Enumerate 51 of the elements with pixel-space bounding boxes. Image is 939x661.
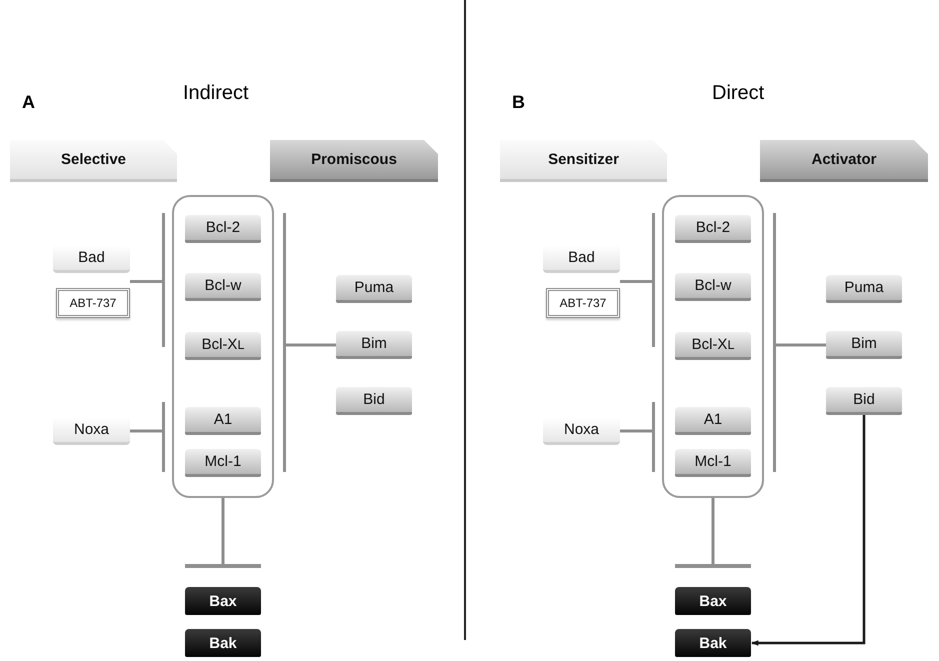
protein-box: Puma [336, 275, 412, 303]
protein-box: Bim [826, 331, 902, 359]
protein-box: Bak [675, 629, 751, 657]
protein-box: Bid [826, 387, 902, 415]
inhibition-line [712, 498, 714, 564]
protein-box: Bcl-2 [185, 215, 261, 243]
inhibition-line [776, 344, 826, 346]
compound-box: ABT-737 [546, 288, 620, 318]
protein-box: Bim [336, 331, 412, 359]
protein-box: Bad [53, 245, 130, 273]
inhibition-line [130, 430, 162, 432]
protein-box: Bid [336, 387, 412, 415]
inhibition-bar [185, 564, 261, 568]
protein-box: Puma [826, 275, 902, 303]
protein-box: Mcl-1 [675, 449, 751, 477]
protein-box: Bcl-2 [675, 215, 751, 243]
category-header: Selective [10, 140, 177, 182]
protein-box: Mcl-1 [185, 449, 261, 477]
protein-box: Noxa [53, 417, 130, 445]
protein-box: Bcl-w [185, 273, 261, 301]
inhibition-line [620, 430, 652, 432]
compound-box: ABT-737 [56, 288, 130, 318]
arrow [751, 415, 866, 646]
protein-group-outline [662, 195, 764, 498]
category-header: Promiscous [270, 140, 438, 182]
panel-letter: B [512, 92, 525, 113]
category-header: Sensitizer [500, 140, 667, 182]
inhibition-line [286, 344, 336, 346]
inhibition-bar [773, 213, 776, 472]
inhibition-bar [283, 213, 286, 472]
protein-box: Bcl-w [675, 273, 751, 301]
panel-letter: A [22, 92, 35, 113]
inhibition-line [130, 280, 162, 283]
protein-box: A1 [185, 407, 261, 435]
protein-box: Bax [675, 587, 751, 615]
inhibition-line [222, 498, 224, 564]
panel-title: Indirect [183, 82, 249, 105]
panel-title: Direct [712, 82, 764, 105]
protein-box: Bax [185, 587, 261, 615]
category-header: Activator [760, 140, 928, 182]
protein-box: Bak [185, 629, 261, 657]
protein-group-outline [172, 195, 274, 498]
inhibition-bar [652, 213, 655, 347]
protein-box: Noxa [543, 417, 620, 445]
inhibition-bar [652, 402, 655, 472]
protein-box: A1 [675, 407, 751, 435]
inhibition-line [620, 280, 652, 283]
inhibition-bar [675, 564, 751, 568]
inhibition-bar [162, 213, 165, 347]
protein-box: Bad [543, 245, 620, 273]
inhibition-bar [162, 402, 165, 472]
